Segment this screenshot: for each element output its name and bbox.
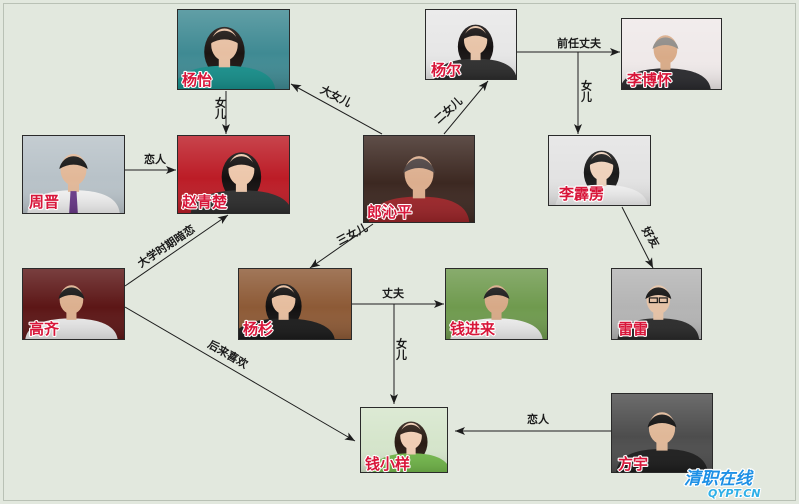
edge-label-second-daughter: 二女儿 — [431, 94, 465, 126]
edge-label-secret-crush: 大学时期暗恋 — [135, 222, 198, 271]
photo-shading — [363, 135, 475, 223]
name-label-li-pili: 李霹雳 — [558, 185, 604, 203]
photo-yang-shan — [238, 268, 352, 340]
name-label-lang-qinping: 郎沁平 — [367, 203, 412, 221]
photo-frame — [611, 268, 702, 340]
node-yang-shan: 杨杉 — [238, 268, 352, 340]
edge-label-third-daughter: 三女儿 — [334, 220, 370, 248]
node-qian-xiaoyang: 钱小样 — [360, 407, 448, 474]
name-label-lei-lei: 雷雷 — [618, 320, 648, 338]
node-lang-qinping: 郎沁平 — [363, 135, 475, 223]
edge-label-former-husband: 前任丈夫 — [557, 36, 602, 50]
edge-label-lovers-zhou: 恋人 — [144, 152, 167, 166]
node-fang-yu: 方宇 — [611, 393, 713, 474]
photo-zhao-qingchu — [177, 135, 290, 214]
edge-lang-to-yang-yi — [290, 83, 383, 135]
edge-label-daughter-qian: 女儿 — [395, 337, 409, 361]
edge-gao-qi-to-qian-xiaoyang — [124, 306, 356, 442]
edge-li-pili-to-lei-lei — [621, 206, 654, 269]
photo-gao-qi — [22, 268, 125, 340]
node-lei-lei: 雷雷 — [611, 268, 702, 340]
edge-label-lovers-fang: 恋人 — [527, 412, 550, 426]
node-yang-yi: 杨怡 — [177, 9, 290, 90]
name-label-fang-yu: 方宇 — [618, 455, 648, 473]
node-li-bohuai: 李博怀 — [621, 18, 722, 90]
photo-frame — [177, 9, 290, 90]
name-label-li-bohuai: 李博怀 — [626, 71, 672, 89]
watermark-logo: 清职在线 QYPT.CN — [683, 468, 762, 501]
node-gao-qi: 高齐 — [22, 268, 125, 340]
photo-shading — [445, 268, 548, 340]
photo-frame — [445, 268, 548, 340]
name-label-zhou-jin: 周晋 — [29, 193, 59, 211]
node-yang-er: 杨尔 — [425, 9, 517, 80]
edge-label-later-liked: 后来喜欢 — [205, 337, 251, 372]
photo-frame — [548, 135, 651, 206]
photo-qian-xiaoyang — [360, 407, 448, 473]
photo-shading — [425, 9, 517, 80]
name-label-yang-yi: 杨怡 — [182, 71, 212, 89]
edge-lang-to-yang-er — [443, 80, 489, 135]
photo-shading — [22, 135, 125, 214]
photo-li-pili — [548, 135, 651, 206]
photo-zhou-jin — [22, 135, 125, 214]
photo-fang-yu — [611, 393, 713, 473]
name-label-zhao-qingchu: 赵青楚 — [181, 193, 228, 211]
edge-label-daughter-li-pili: 女儿 — [580, 79, 594, 103]
edge-label-eldest-daughter: 大女儿 — [318, 82, 354, 109]
watermark-site: QYPT.CN — [708, 487, 760, 500]
photo-qian-jinlai — [445, 268, 548, 340]
photo-yang-yi — [177, 9, 290, 90]
watermark-text: 清职在线 — [684, 469, 754, 489]
photo-shading — [611, 268, 702, 340]
photo-yang-er — [425, 9, 517, 80]
edge-layer: 大女儿 二女儿 前任丈夫 女儿 女儿 恋人 三女儿 好友 大学时期暗恋 丈夫 女… — [124, 36, 663, 442]
name-label-qian-xiaoyang: 钱小样 — [365, 455, 410, 473]
photo-shading — [621, 18, 722, 90]
photo-frame — [22, 268, 125, 340]
photo-frame — [22, 135, 125, 214]
edge-label-husband: 丈夫 — [382, 286, 405, 300]
name-label-qian-jinlai: 钱进来 — [450, 320, 496, 338]
photo-shading — [238, 268, 352, 340]
node-zhao-qingchu: 赵青楚 — [177, 135, 290, 214]
name-label-yang-er: 杨尔 — [431, 61, 461, 79]
photo-frame — [360, 407, 448, 473]
photo-shading — [360, 407, 448, 473]
canvas-border — [3, 3, 796, 501]
photo-frame — [621, 18, 722, 90]
photo-shading — [22, 268, 125, 340]
edge-gao-qi-to-zhao-qingchu — [124, 214, 229, 287]
node-li-pili: 李霹雳 — [548, 135, 651, 206]
photo-lang-qinping — [363, 135, 475, 223]
edge-label-daughter-zhao: 女儿 — [214, 96, 228, 120]
photo-frame — [425, 9, 517, 80]
photo-shading — [177, 135, 290, 214]
photo-li-bohuai — [621, 18, 722, 90]
node-zhou-jin: 周晋 — [22, 135, 125, 214]
photo-frame — [363, 135, 475, 223]
photo-frame — [238, 268, 352, 340]
edge-lang-to-yang-shan — [309, 223, 374, 269]
photo-lei-lei — [611, 268, 702, 340]
name-label-yang-shan: 杨杉 — [243, 320, 273, 338]
photo-frame — [611, 393, 713, 473]
photo-shading — [177, 9, 290, 90]
node-qian-jinlai: 钱进来 — [445, 268, 548, 340]
photo-shading — [548, 135, 651, 206]
photo-frame — [177, 135, 290, 214]
name-label-gao-qi: 高齐 — [29, 320, 60, 338]
photo-shading — [611, 393, 713, 473]
